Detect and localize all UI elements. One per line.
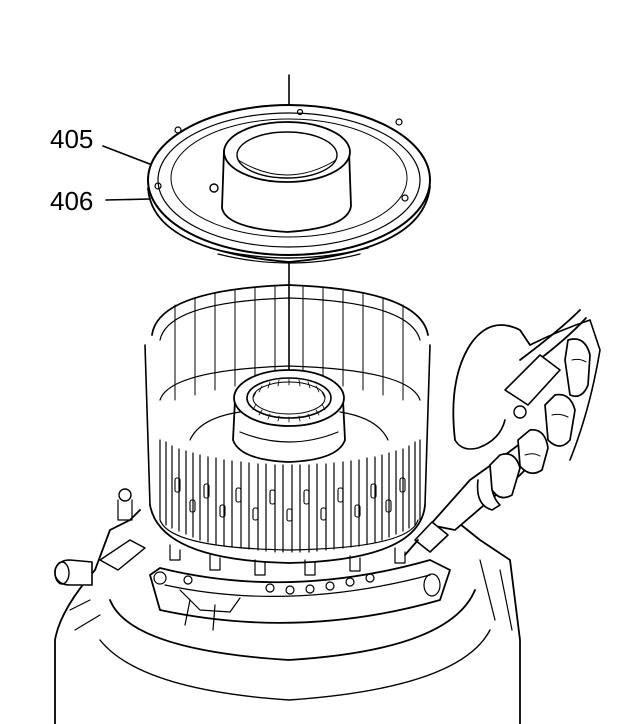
drum-splines [159, 439, 421, 553]
piston-bleed-hole [209, 183, 219, 193]
drum-back-splines [174, 286, 404, 401]
callout-406-label: 406 [50, 186, 93, 216]
finger-2 [544, 393, 576, 447]
passage-cover [149, 559, 451, 624]
drum-windows [174, 477, 406, 522]
finger-4 [489, 453, 521, 499]
passage-holes [153, 571, 441, 597]
finger-3 [517, 428, 549, 475]
hand-with-air-nozzle [404, 309, 601, 556]
clutch-drum [144, 284, 431, 576]
piston-housing [147, 104, 431, 264]
callout-406: 406 [50, 186, 151, 216]
callout-405-label: 405 [50, 124, 93, 154]
finger-1 [564, 338, 591, 398]
transmission-case [54, 488, 521, 724]
callout-406-leader [105, 198, 151, 201]
center-hub [232, 369, 346, 463]
